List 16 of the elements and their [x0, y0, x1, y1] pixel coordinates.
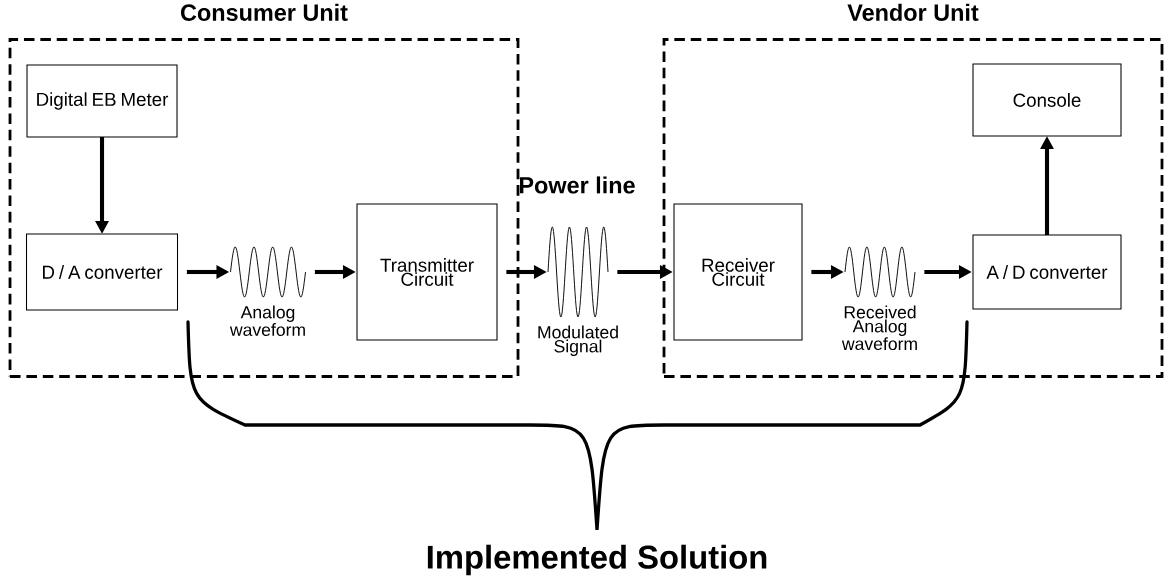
- waveform-caption: Analog waveform: [229, 305, 305, 336]
- diagram-label: Implemented Solution: [427, 544, 767, 576]
- process-box: Digital EB Meter: [26, 64, 178, 138]
- process-box: Receiver Circuit: [673, 203, 803, 341]
- waveform-caption: Modulated Signal: [538, 325, 618, 356]
- process-box: D / A converter: [26, 233, 179, 311]
- waveform-caption: Received Analog waveform: [841, 305, 917, 351]
- waveform-drawing: [230, 246, 306, 298]
- process-box: Console: [972, 63, 1122, 137]
- process-box: Transmitter Circuit: [356, 203, 498, 341]
- waveform-drawing: [844, 246, 916, 298]
- waveform-drawing: [547, 226, 609, 318]
- group-heading: Consumer Unit: [181, 3, 348, 21]
- process-box: A / D converter: [972, 234, 1122, 310]
- group-heading: Vendor Unit: [847, 3, 979, 21]
- diagram-label: Power line: [520, 176, 635, 194]
